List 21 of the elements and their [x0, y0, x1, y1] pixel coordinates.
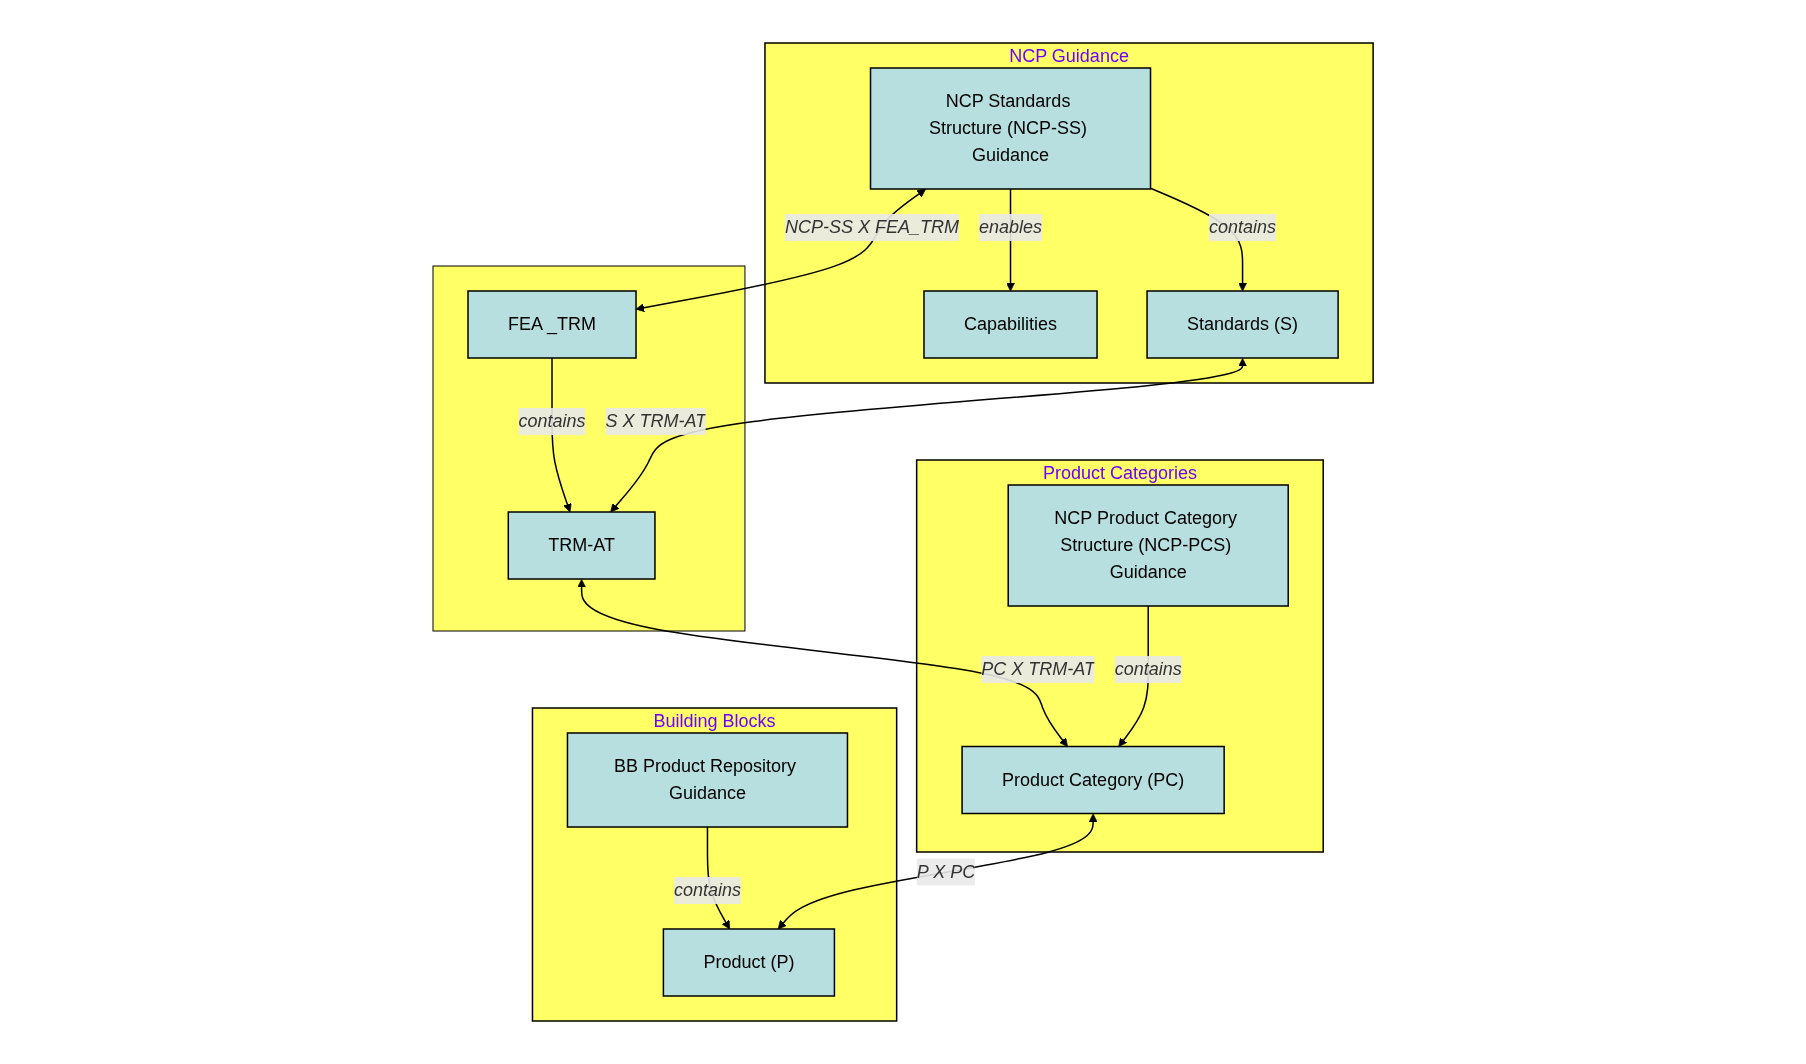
node-box: BB Product Repository Guidance [566, 732, 849, 828]
node-box: NCP Standards Structure (NCP-SS) Guidance [869, 67, 1152, 190]
edge-label: enables [978, 217, 1042, 237]
cluster [432, 265, 746, 632]
arrow [635, 188, 926, 313]
node-box: NCP Product Category Structure (NCP-PCS) Guidance [1007, 484, 1289, 607]
edge-label: contains [518, 411, 586, 431]
edge-label: contains [673, 880, 741, 900]
edge-label: contains [1208, 217, 1277, 237]
node-box: FEA _TRM [467, 290, 637, 359]
arrow [777, 813, 1098, 930]
arrow [577, 579, 1068, 747]
edge-label: P X PC [916, 861, 976, 882]
node-box: Standards (S) [1146, 290, 1339, 359]
node-box: Product (P) [662, 928, 836, 997]
node-box: Capabilities [923, 290, 1098, 359]
arrow [610, 358, 1247, 513]
edge-label: contains [1114, 659, 1182, 679]
node-box: TRM-AT [507, 511, 656, 580]
node-box: Product Category (PC) [961, 745, 1225, 815]
edge-label: NCP-SS X FEA_TRM [784, 217, 959, 237]
